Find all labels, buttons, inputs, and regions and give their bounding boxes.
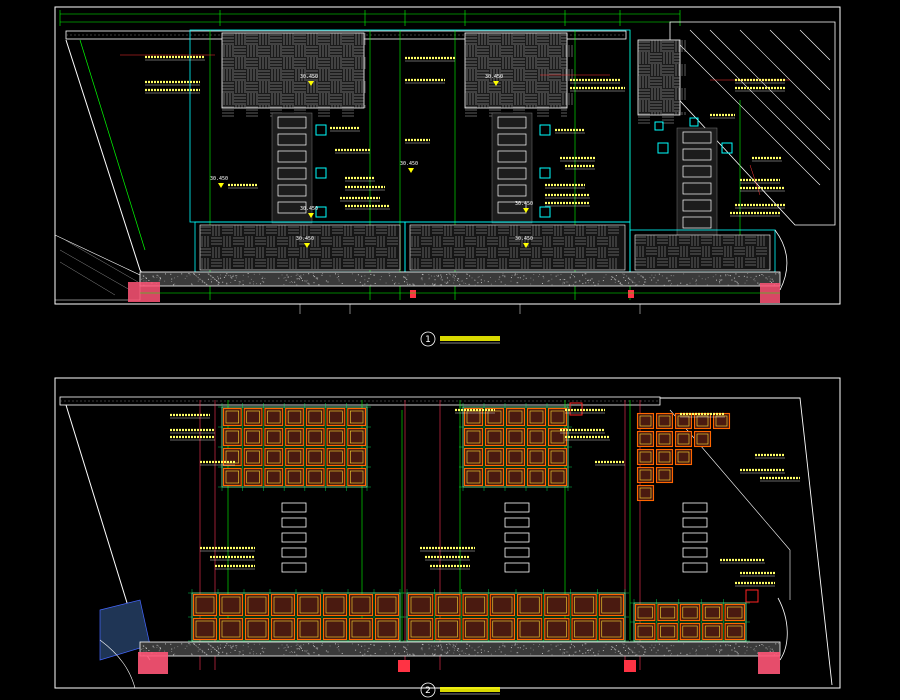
elevation-label: 30.450 — [515, 236, 533, 242]
drawing-number-2: 2 — [425, 686, 431, 696]
elevation-label: 30.450 — [296, 236, 314, 242]
elevation-label: 30.450 — [300, 74, 318, 80]
drawing-frame — [54, 6, 841, 305]
drawing-title-bar-2 — [440, 687, 500, 692]
drawing-number-1: 1 — [425, 335, 431, 345]
plan-drawing-1: 30.450 30.450 30.450 30.450 30.450 30.450 30.4… — [54, 6, 841, 347]
elevation-label: 30.450 — [400, 161, 418, 167]
elevation-label: 30.450 — [515, 201, 533, 207]
elevation-label: 30.450 — [300, 206, 318, 212]
elevation-label: 30.450 — [210, 176, 228, 182]
elevation-label: 30.450 — [485, 74, 503, 80]
plan-drawing-2: 2 — [54, 377, 841, 698]
drawing-title-bar-1 — [440, 336, 500, 341]
drawing-number-circle-2 — [420, 682, 436, 698]
drawing-number-circle-1 — [420, 331, 436, 347]
